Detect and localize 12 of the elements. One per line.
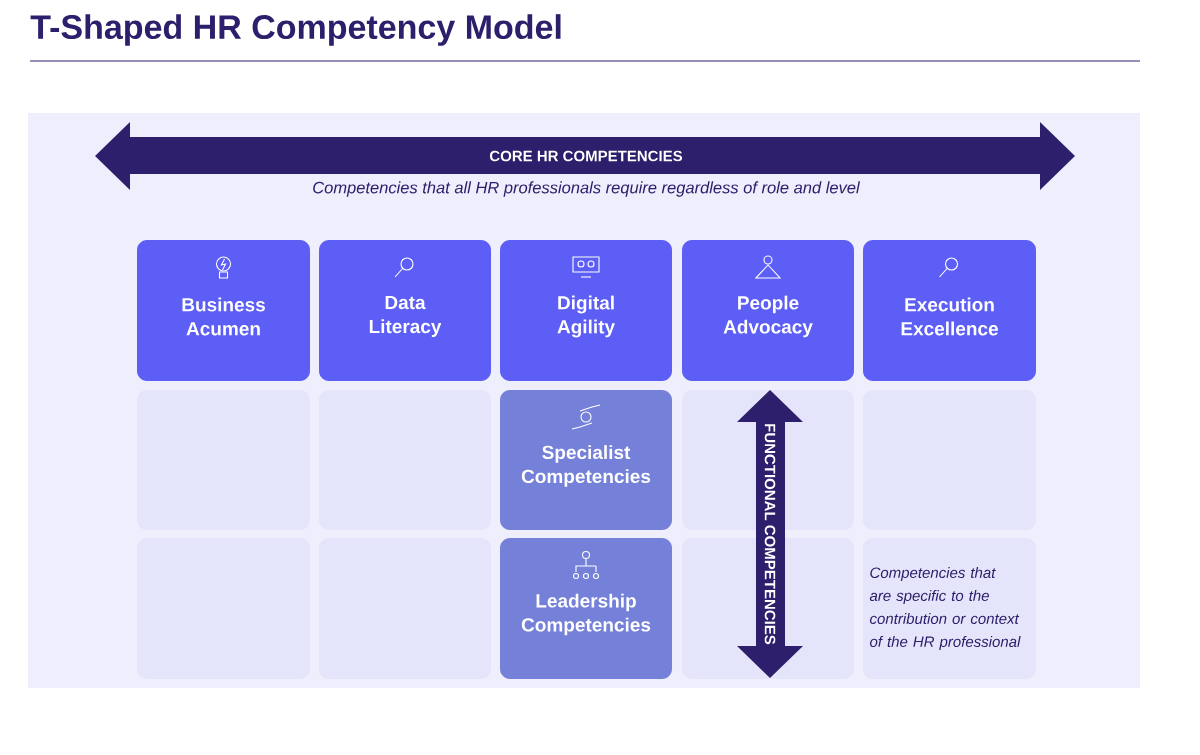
competency-box: Data Literacy <box>319 240 491 381</box>
arrow-label: FUNCTIONAL COMPETENCIES <box>764 424 776 645</box>
competency-box: Specialist Competencies <box>500 390 672 530</box>
subtitle: Competencies that all HR professionals require regardless of role and level <box>313 181 860 197</box>
arrow-label: CORE HR COMPETENCIES <box>489 150 683 162</box>
competency-box: Execution Excellence <box>863 240 1036 381</box>
note-box: Competencies that are specific to the contribution or context of the HR professional <box>863 538 1036 679</box>
competency-box: People Advocacy <box>682 240 854 381</box>
competency-box: Digital Agility <box>500 240 672 381</box>
title: T-Shaped HR Competency Model <box>30 14 561 46</box>
competency-box: Business Acumen <box>137 240 310 381</box>
competency-box: Leadership Competencies <box>500 538 672 679</box>
